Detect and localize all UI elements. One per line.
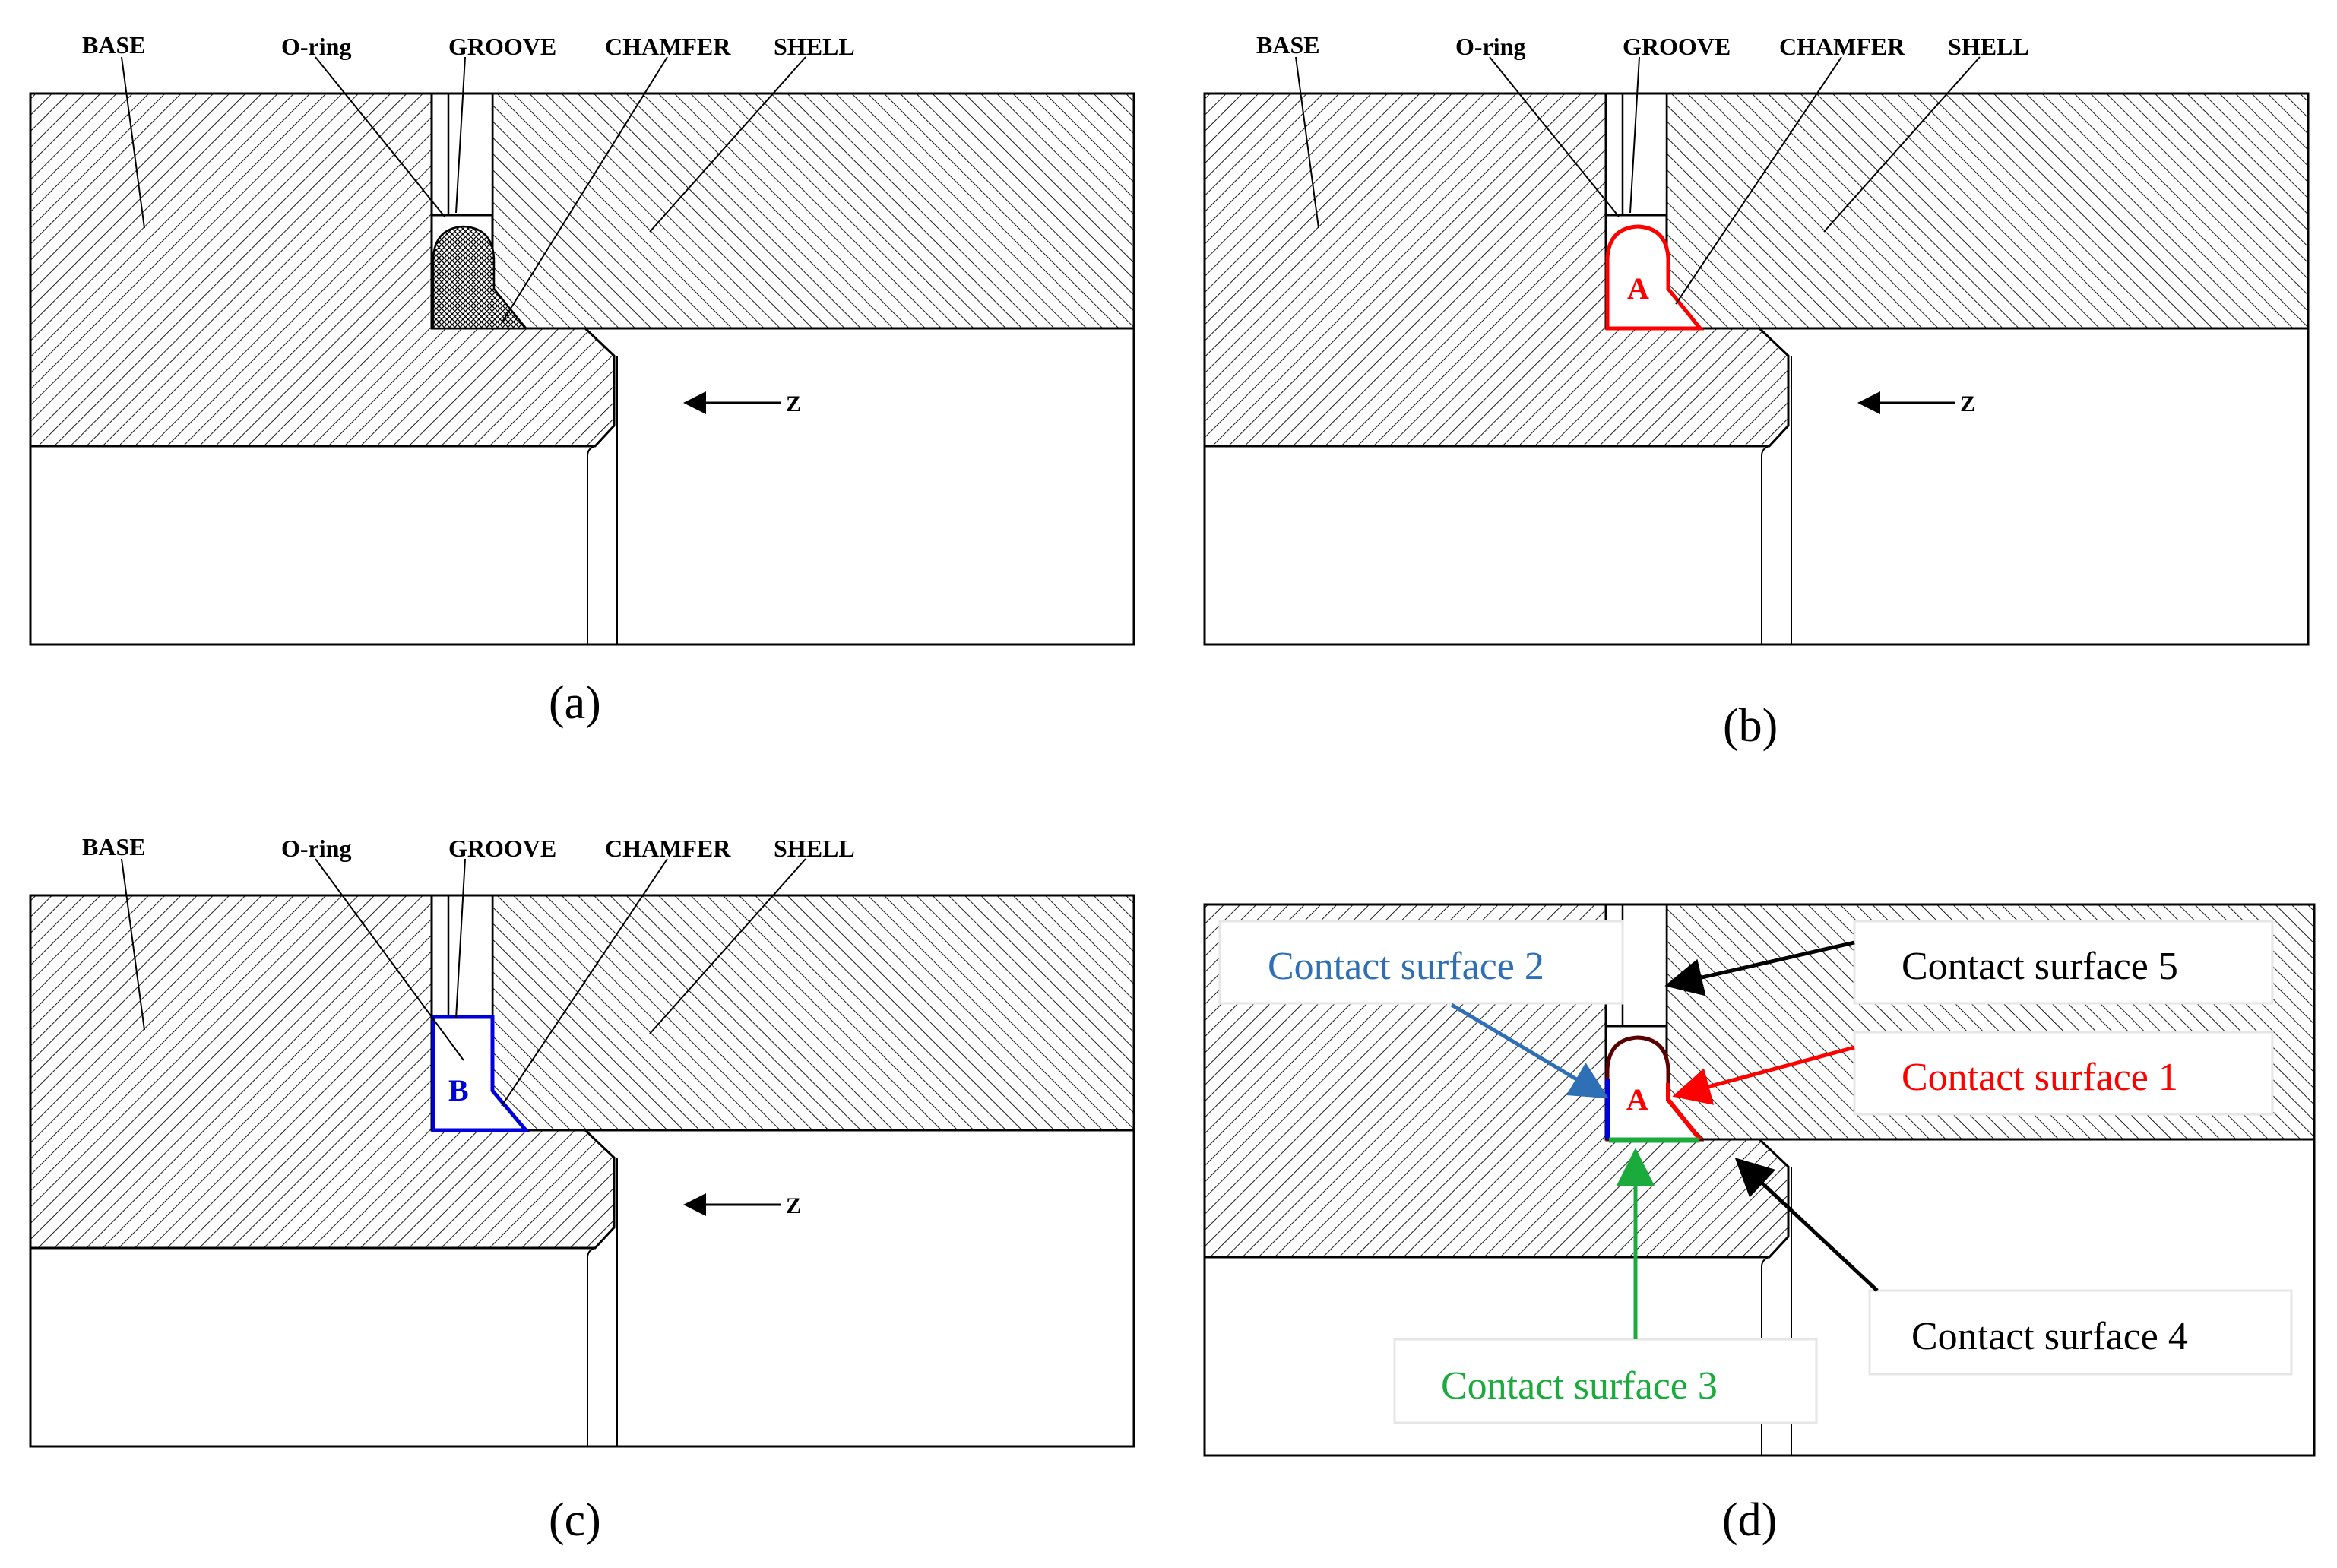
- assembly-drawing: [29, 92, 1135, 646]
- arrow-cs4: [1734, 1158, 1879, 1292]
- panel-a: BASE O-ring GROOVE CHAMFER SHELL Z (a): [29, 31, 1135, 729]
- label-oring: O-ring: [281, 835, 351, 862]
- leader-base: [121, 56, 145, 229]
- callout-box-cs2: [1218, 920, 1624, 1005]
- label-groove: GROOVE: [448, 835, 556, 862]
- label-groove: GROOVE: [1623, 33, 1731, 60]
- callout-box-cs3: [1393, 1338, 1818, 1424]
- callout-cs3: Contact surface 3: [1441, 1364, 1718, 1408]
- label-shell: SHELL: [1948, 33, 2029, 60]
- assembly-drawing: [29, 894, 1135, 1448]
- label-shell: SHELL: [774, 835, 855, 862]
- caption-d: (d): [1722, 1494, 1777, 1546]
- arrow-cs1: [1672, 1045, 1855, 1105]
- z-axis-label: Z: [1960, 391, 1975, 417]
- label-oring: O-ring: [1455, 33, 1525, 60]
- oring-crosshatched: [432, 225, 528, 330]
- callout-cs4: Contact surface 4: [1911, 1315, 2188, 1358]
- frame: [1203, 903, 2316, 1457]
- callout-box-cs1: [1853, 1031, 2274, 1116]
- shaft-fillet: [1761, 1256, 1770, 1268]
- leader-groove: [1629, 56, 1640, 214]
- callout-cs1: Contact surface 1: [1902, 1056, 2178, 1099]
- arrow-cs5: [1664, 940, 1855, 996]
- callout-box-cs5: [1853, 920, 2274, 1005]
- leader-oring: [1489, 56, 1620, 217]
- leader-groove: [455, 858, 466, 1019]
- leader-base: [121, 858, 145, 1031]
- panel-c: B BASE O-ring GROOVE CHAMFER SHELL Z (c): [29, 833, 1135, 1546]
- leader-oring: [315, 56, 445, 217]
- arrow-cs2: [1450, 1003, 1609, 1099]
- leader-chamfer: [501, 858, 668, 1107]
- label-chamfer: CHAMFER: [605, 33, 731, 60]
- panel-d: A Contact surface 2 Contact surface 5 Co…: [1203, 903, 2316, 1546]
- leader-chamfer: [1675, 56, 1842, 305]
- region-b-letter: B: [448, 1073, 469, 1107]
- label-groove: GROOVE: [448, 33, 556, 60]
- groove-gap: [1621, 903, 1668, 1028]
- leader-shell: [649, 56, 806, 233]
- leader-shell: [1823, 56, 1981, 233]
- callout-cs2: Contact surface 2: [1268, 945, 1544, 988]
- leader-groove: [455, 56, 466, 214]
- z-axis-label: Z: [786, 1193, 801, 1218]
- leader-chamfer: [501, 56, 668, 324]
- label-base: BASE: [1256, 31, 1320, 59]
- leader-shell: [649, 858, 806, 1034]
- label-chamfer: CHAMFER: [1779, 33, 1905, 60]
- z-axis-label: Z: [786, 391, 801, 417]
- label-base: BASE: [82, 833, 146, 860]
- contact-surface-1-edge: [1666, 1083, 1702, 1141]
- label-oring: O-ring: [281, 33, 351, 60]
- assembly-drawing: [1203, 92, 2310, 646]
- callout-cs5: Contact surface 5: [1902, 945, 2178, 988]
- region-b-outline: [431, 1015, 530, 1132]
- caption-b: (b): [1723, 700, 1778, 752]
- panel-b: A BASE O-ring GROOVE CHAMFER SHELL Z (b): [1203, 31, 2310, 752]
- leader-base: [1295, 56, 1319, 229]
- label-shell: SHELL: [774, 33, 855, 60]
- caption-a: (a): [549, 677, 601, 729]
- callout-box-cs4: [1868, 1289, 2293, 1376]
- region-a-letter: A: [1626, 1082, 1648, 1117]
- label-chamfer: CHAMFER: [605, 835, 731, 862]
- region-a-letter: A: [1627, 271, 1649, 306]
- leader-oring: [315, 858, 464, 1061]
- label-base: BASE: [82, 31, 146, 59]
- caption-c: (c): [549, 1494, 601, 1546]
